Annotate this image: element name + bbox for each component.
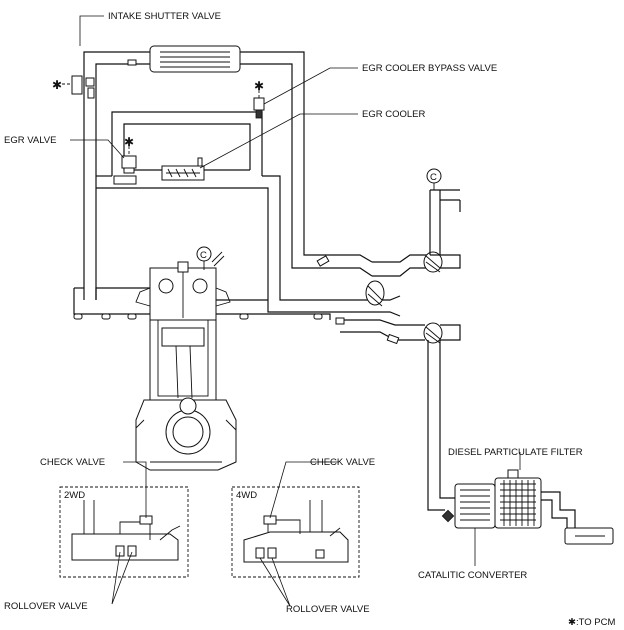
egr-valve: ✱ — [113, 135, 137, 185]
label-diesel-particulate-filter: DIESEL PARTICULATE FILTER — [448, 447, 583, 458]
label-egr-cooler-bypass-valve: EGR COOLER BYPASS VALVE — [362, 63, 497, 74]
label-egr-valve: EGR VALVE — [4, 135, 56, 146]
intake-piping — [73, 51, 345, 320]
catalytic-converter — [441, 483, 496, 529]
svg-text:2WD: 2WD — [64, 490, 85, 501]
intercooler — [127, 45, 241, 73]
label-check-valve-4wd: CHECK VALVE — [310, 457, 375, 468]
marker-c-top: C — [426, 168, 442, 190]
leader-lines — [70, 15, 521, 607]
diesel-particulate-filter — [494, 469, 614, 545]
star-symbol: ✱ — [52, 78, 62, 92]
fuel-tank-2wd-box: 2WD — [59, 486, 189, 578]
star-symbol: ✱ — [124, 135, 134, 149]
exhaust-piping — [316, 189, 461, 511]
svg-text:C: C — [430, 172, 437, 183]
mounting-tabs — [73, 313, 323, 320]
dpf-mesh — [500, 480, 536, 526]
label-egr-cooler: EGR COOLER — [362, 109, 425, 120]
label-check-valve-2wd: CHECK VALVE — [40, 457, 105, 468]
legend-to-pcm: ✱:TO PCM — [568, 617, 615, 628]
marker-c-engine: C — [196, 246, 212, 270]
label-catalytic-converter: CATALITIC CONVERTER — [418, 570, 527, 581]
star-symbol: ✱ — [254, 79, 264, 93]
egr-cooler — [161, 157, 205, 181]
label-rollover-valve-4wd: ROLLOVER VALVE — [286, 604, 370, 615]
engine — [135, 251, 237, 471]
fuel-tank-4wd-box: 4WD — [231, 486, 360, 578]
label-rollover-valve-2wd: ROLLOVER VALVE — [4, 601, 88, 612]
intake-shutter-valve: ✱ — [52, 75, 95, 99]
label-intake-shutter-valve: INTAKE SHUTTER VALVE — [108, 11, 221, 22]
svg-text:C: C — [200, 250, 207, 261]
svg-text:4WD: 4WD — [236, 490, 257, 501]
